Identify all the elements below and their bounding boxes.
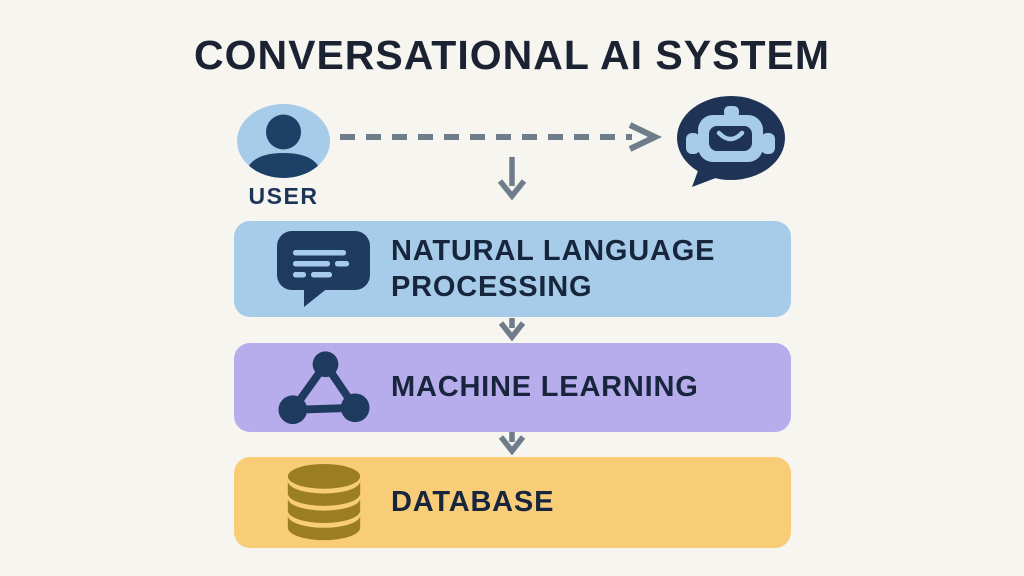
nlp-box: NATURAL LANGUAGE PROCESSING bbox=[234, 221, 791, 317]
machine-learning-box: MACHINE LEARNING bbox=[234, 343, 791, 432]
user-avatar-icon bbox=[237, 104, 330, 178]
down-arrow-icon bbox=[497, 432, 527, 455]
user-to-chatbot-arrow bbox=[338, 122, 663, 152]
user-label: USER bbox=[248, 183, 319, 209]
network-nodes-icon bbox=[276, 350, 371, 426]
database-box: DATABASE bbox=[234, 457, 791, 548]
chatbot-speech-bubble-icon bbox=[674, 94, 787, 187]
machine-learning-box-label: MACHINE LEARNING bbox=[391, 371, 699, 404]
page-title: CONVERSATIONAL AI SYSTEM bbox=[193, 32, 831, 78]
database-box-label: DATABASE bbox=[391, 486, 555, 519]
nlp-box-label: NATURAL LANGUAGE PROCESSING bbox=[391, 234, 716, 303]
chat-bubble-icon bbox=[276, 230, 371, 308]
down-arrow-icon bbox=[497, 318, 527, 341]
down-arrow-icon bbox=[497, 156, 527, 200]
database-cylinder-icon bbox=[276, 463, 371, 543]
